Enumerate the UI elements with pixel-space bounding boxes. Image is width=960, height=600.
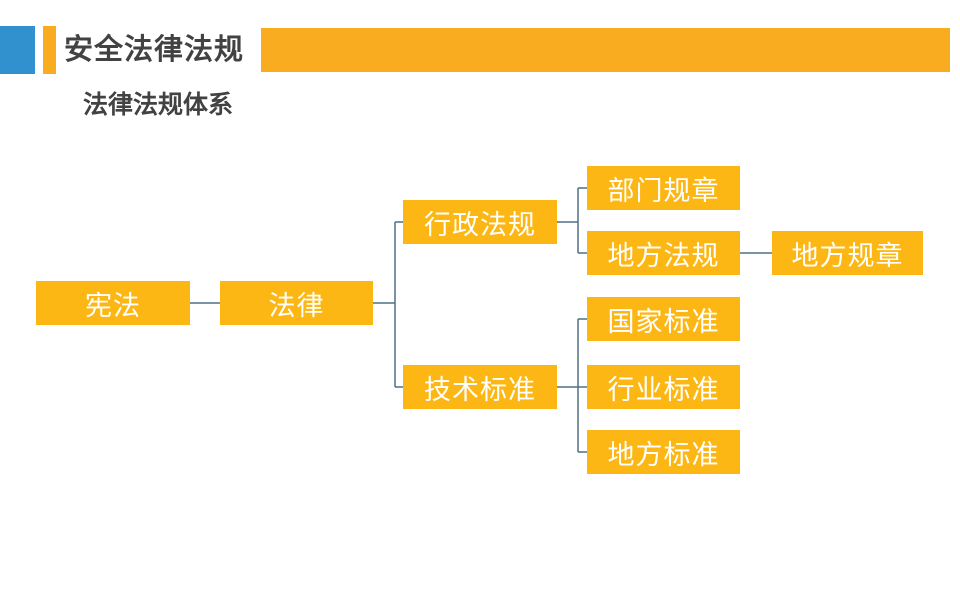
- header-orange-vbar: [43, 26, 56, 74]
- diagram-node-local-rules: 地方规章: [772, 231, 923, 275]
- diagram-node-technical-standards: 技术标准: [403, 365, 557, 409]
- diagram-node-dept-rules: 部门规章: [587, 166, 740, 210]
- diagram-node-constitution: 宪法: [36, 281, 190, 325]
- diagram-node-local-standards: 地方标准: [587, 430, 740, 474]
- diagram-node-national-standards: 国家标准: [587, 297, 740, 341]
- header-blue-square: [0, 26, 35, 74]
- diagram-node-local-regulations: 地方法规: [587, 231, 740, 275]
- diagram-node-law: 法律: [220, 281, 373, 325]
- section-subtitle: 法律法规体系: [83, 91, 234, 119]
- slide-title: 安全法律法规: [64, 34, 245, 66]
- diagram-node-industry-standards: 行业标准: [587, 365, 740, 409]
- header-orange-hbar: [261, 28, 950, 72]
- diagram-node-admin-regulations: 行政法规: [403, 200, 557, 244]
